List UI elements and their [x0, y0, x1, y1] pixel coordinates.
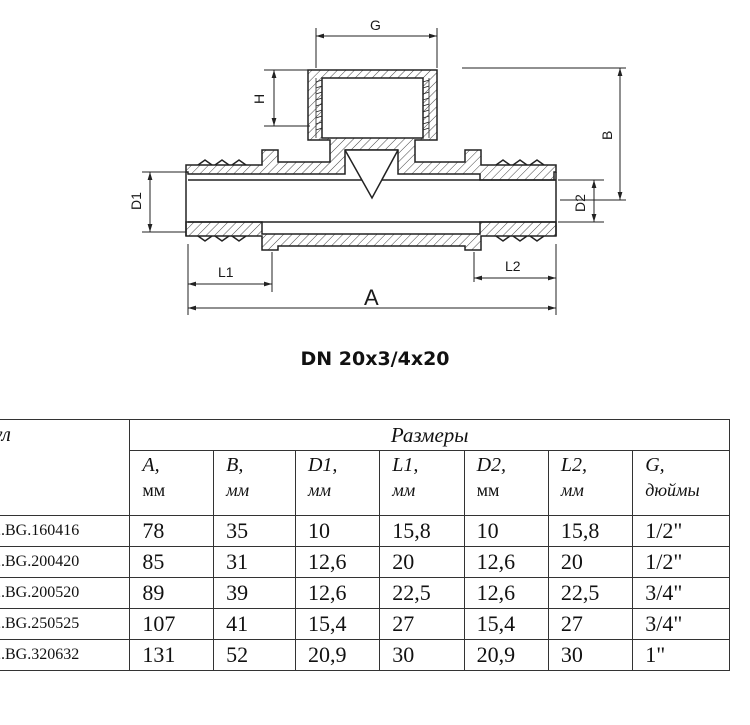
column-header: L1, мм: [379, 450, 465, 516]
value-cell: 1/2": [632, 515, 730, 547]
column-header: G, дюймы: [632, 450, 730, 516]
article-cell: 2.BG.200520: [0, 577, 131, 609]
label-g: G: [370, 17, 381, 33]
value-cell: 10: [463, 515, 549, 547]
article-header: ул: [0, 419, 131, 516]
column-header-name: L1,: [392, 454, 419, 476]
value-cell: 22,5: [379, 577, 465, 609]
value-cell: 89: [129, 577, 215, 609]
column-header-unit: мм: [476, 480, 500, 500]
label-l1: L1: [218, 264, 234, 280]
label-d1: D1: [128, 192, 144, 210]
value-cell: 107: [129, 608, 215, 640]
column-header: L2, мм: [547, 450, 634, 516]
label-h: H: [251, 94, 267, 104]
dimensions-table: ул Размеры A, мм B, мм D1, мм L1, мм D2, мм L2, мм G…: [0, 419, 730, 671]
value-cell: 1": [632, 639, 730, 671]
value-cell: 30: [379, 639, 465, 671]
article-cell: 2.BG.250525: [0, 608, 131, 640]
table-header-row: ул Размеры: [0, 419, 730, 516]
value-cell: 12,6: [294, 546, 381, 578]
column-header-name: B,: [226, 454, 244, 476]
value-cell: 31: [213, 546, 296, 578]
value-cell: 3/4": [632, 577, 730, 609]
column-header-name: D1,: [307, 454, 338, 476]
value-cell: 78: [129, 515, 215, 547]
value-cell: 27: [547, 608, 634, 640]
column-header: B, мм: [213, 450, 296, 516]
value-cell: 22,5: [547, 577, 634, 609]
value-cell: 15,4: [463, 608, 549, 640]
value-cell: 12,6: [463, 577, 549, 609]
value-cell: 1/2": [632, 546, 730, 578]
column-header-unit: дюймы: [645, 480, 700, 500]
label-a: A: [364, 285, 379, 310]
dimension-lines: [142, 28, 626, 315]
value-cell: 39: [213, 577, 296, 609]
column-header: D2, мм: [463, 450, 549, 516]
value-cell: 52: [213, 639, 296, 671]
fitting-body: [185, 69, 557, 251]
column-header-name: L2,: [560, 454, 588, 476]
column-header-row: A, мм B, мм D1, мм L1, мм D2, мм L2, мм G, дюймы: [0, 450, 730, 516]
value-cell: 10: [294, 515, 381, 547]
product-title: DN 20x3/4x20: [300, 348, 450, 370]
value-cell: 20,9: [294, 639, 381, 671]
value-cell: 15,4: [294, 608, 381, 640]
column-header-unit: мм: [392, 480, 416, 500]
value-cell: 41: [213, 608, 296, 640]
value-cell: 12,6: [294, 577, 381, 609]
column-header-unit: мм: [142, 480, 166, 500]
value-cell: 35: [213, 515, 296, 547]
article-cell: 2.BG.320632: [0, 639, 131, 671]
value-cell: 30: [547, 639, 634, 671]
column-header-name: D2,: [476, 454, 507, 476]
column-header-name: G,: [645, 454, 665, 476]
column-header: A, мм: [129, 450, 215, 516]
column-header-unit: мм: [307, 480, 331, 500]
label-l2: L2: [505, 258, 521, 274]
label-d2: D2: [572, 194, 588, 212]
value-cell: 27: [379, 608, 465, 640]
article-cell: 2.BG.160416: [0, 515, 131, 547]
article-cell: 2.BG.200420: [0, 546, 131, 578]
column-header-name: A,: [142, 454, 160, 476]
value-cell: 15,8: [379, 515, 465, 547]
column-header-unit: мм: [560, 480, 584, 500]
value-cell: 3/4": [632, 608, 730, 640]
value-cell: 20: [547, 546, 634, 578]
value-cell: 20: [379, 546, 465, 578]
value-cell: 131: [129, 639, 215, 671]
dimensions-group-header: Размеры: [129, 419, 730, 451]
column-header-unit: мм: [226, 480, 250, 500]
value-cell: 12,6: [463, 546, 549, 578]
column-header: D1, мм: [294, 450, 381, 516]
value-cell: 15,8: [547, 515, 634, 547]
tee-fitting-drawing: G H B D1 D2 L1 L2 A: [128, 17, 626, 315]
value-cell: 85: [129, 546, 215, 578]
label-b: B: [599, 131, 615, 140]
value-cell: 20,9: [463, 639, 549, 671]
